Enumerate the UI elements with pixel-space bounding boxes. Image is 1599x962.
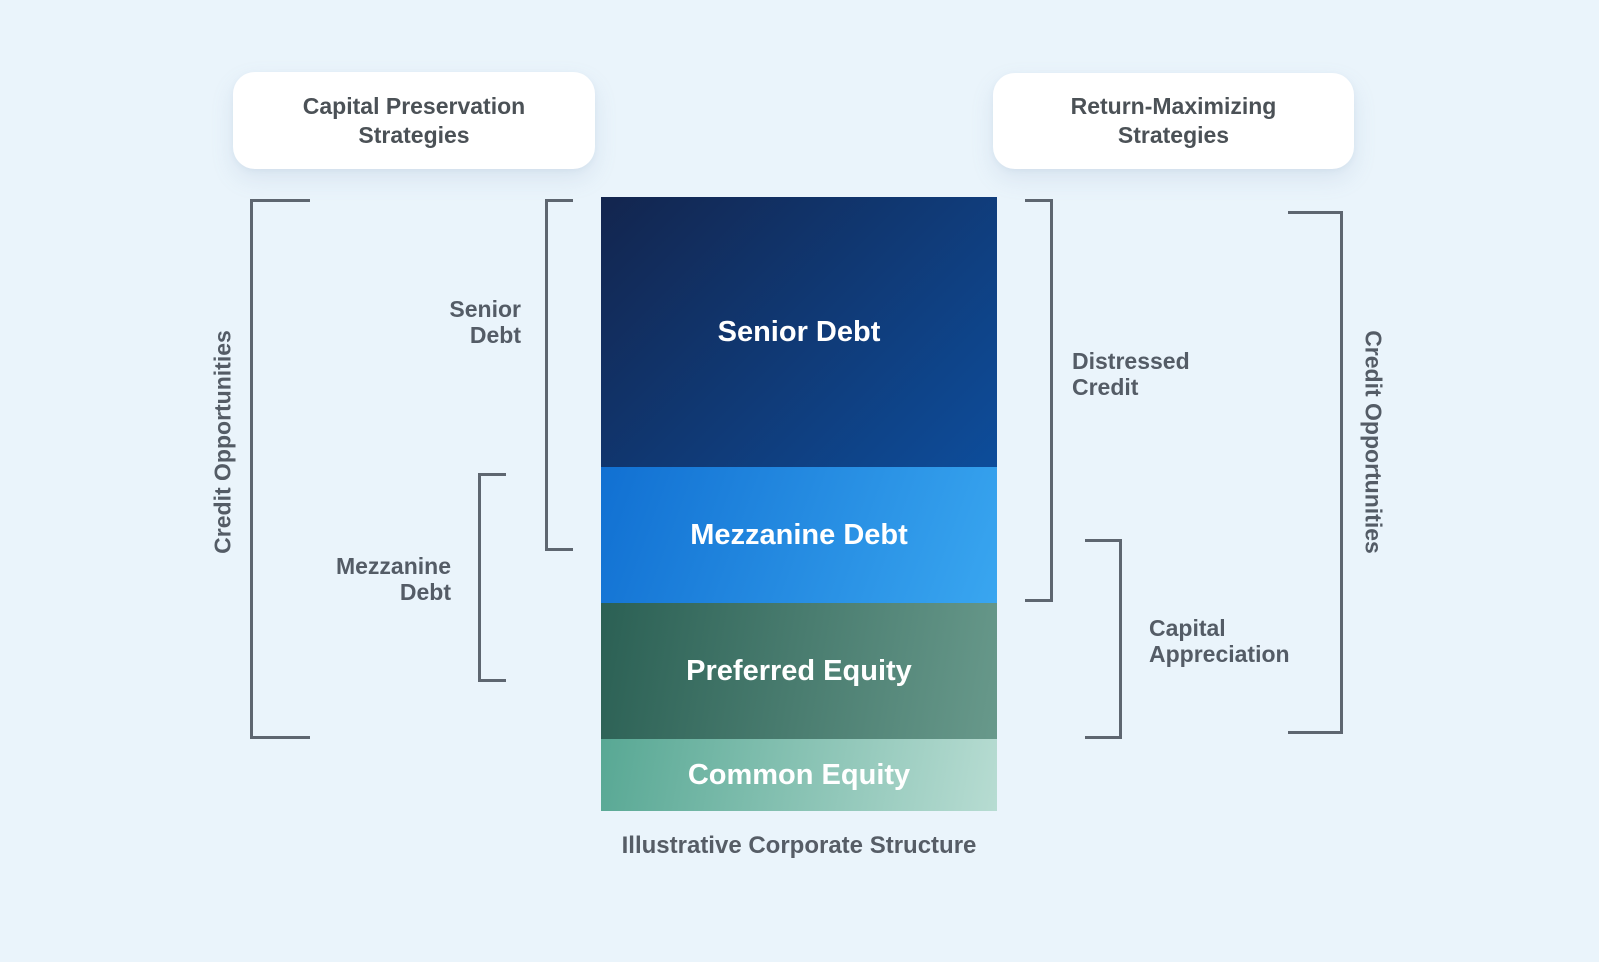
segment-preferred-equity: Preferred Equity <box>601 603 997 739</box>
segment-senior-debt: Senior Debt <box>601 197 997 467</box>
return-maximizing-strategies-card: Return-Maximizing Strategies <box>993 73 1354 169</box>
segment-mezzanine-debt: Mezzanine Debt <box>601 467 997 603</box>
segment-senior-debt-label: Senior Debt <box>717 315 881 348</box>
capital-stack: Senior Debt Mezzanine Debt Preferred Equ… <box>601 197 997 811</box>
distressed-credit-annotation: Distressed Credit <box>1072 348 1190 400</box>
segment-common-equity-label: Common Equity <box>687 758 911 791</box>
right-credit-opportunities-bracket <box>1288 211 1343 734</box>
segment-mezzanine-debt-label: Mezzanine Debt <box>690 518 908 551</box>
segment-preferred-equity-label: Preferred Equity <box>686 654 912 687</box>
mezzanine-debt-bracket <box>478 473 506 682</box>
stack-caption: Illustrative Corporate Structure <box>621 832 977 859</box>
mezzanine-debt-annotation: Mezzanine Debt <box>335 553 451 605</box>
left-credit-opportunities-label: Credit Opportunities <box>209 330 236 554</box>
segment-common-equity: Common Equity <box>601 739 997 811</box>
distressed-credit-bracket <box>1025 199 1053 602</box>
senior-debt-annotation: Senior Debt <box>449 296 521 348</box>
capital-appreciation-annotation: Capital Appreciation <box>1149 615 1290 667</box>
right-credit-opportunities-label: Credit Opportunities <box>1360 330 1387 554</box>
capital-preservation-strategies-card: Capital Preservation Strategies <box>233 72 595 169</box>
left-credit-opportunities-bracket <box>250 199 310 739</box>
capital-appreciation-bracket <box>1085 539 1122 739</box>
senior-debt-bracket <box>545 199 573 551</box>
